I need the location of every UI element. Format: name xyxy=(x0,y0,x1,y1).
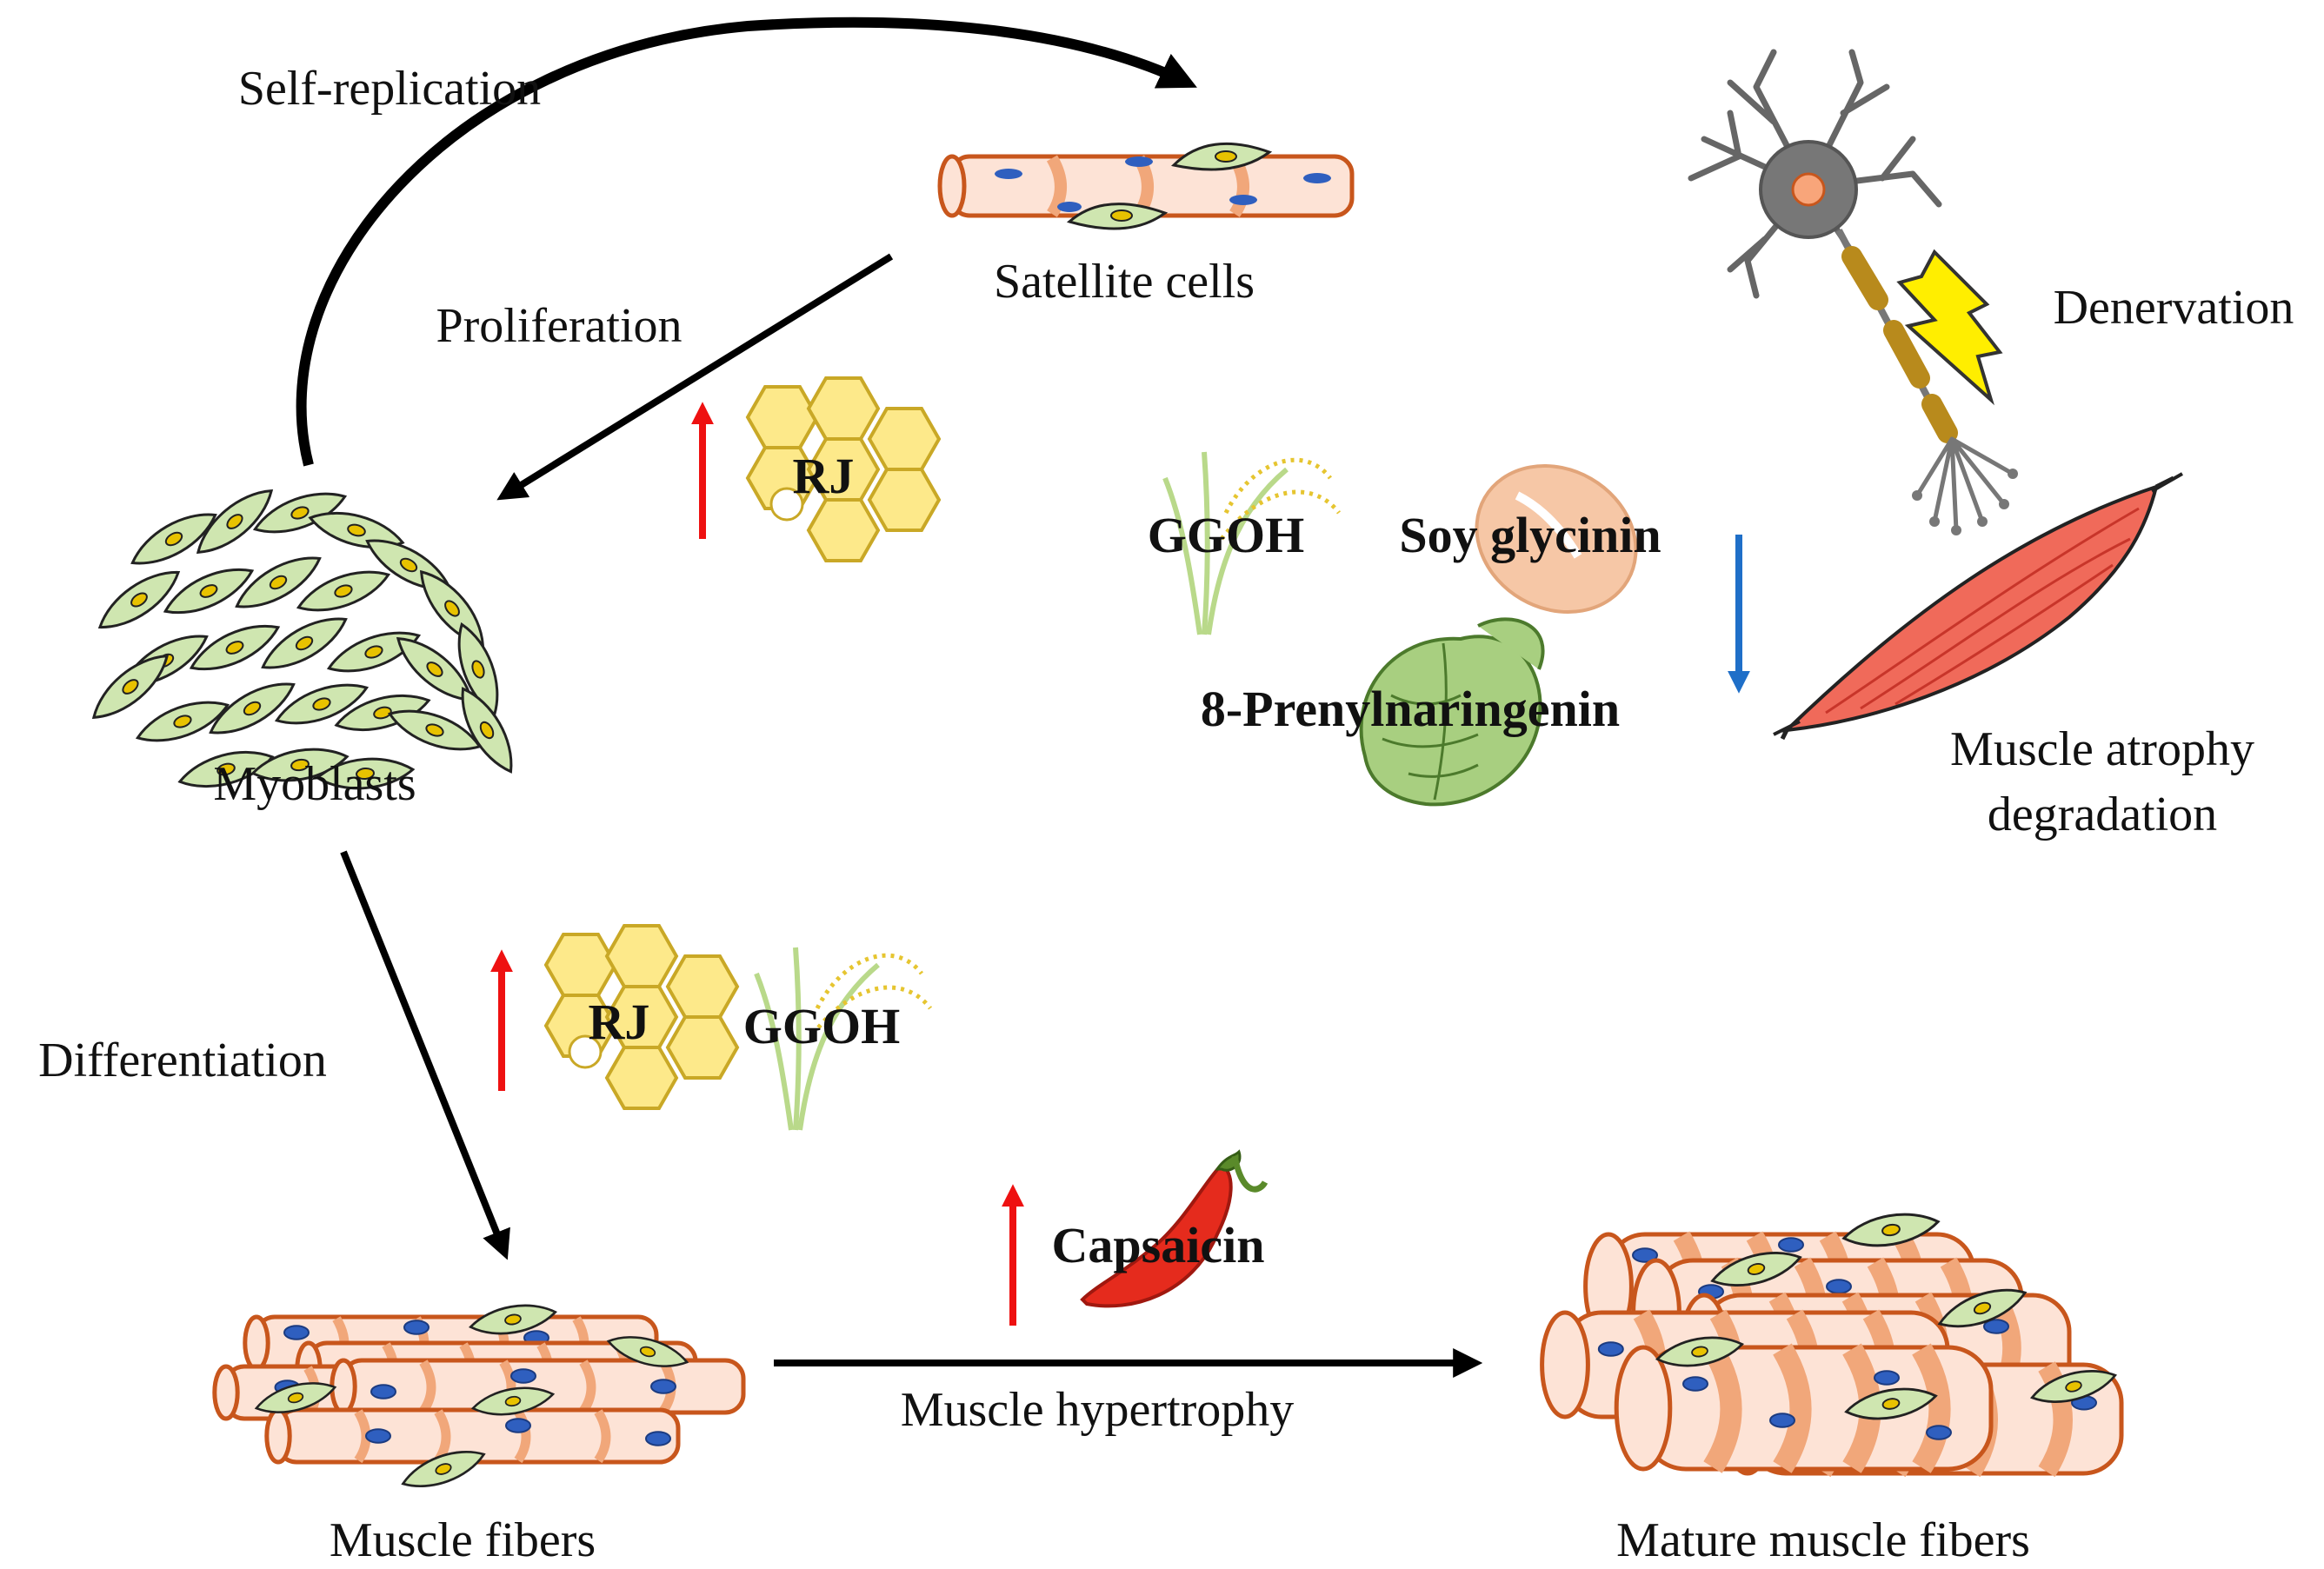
rj-mid-label: RJ xyxy=(589,994,650,1050)
myoblast-cell xyxy=(334,694,431,732)
rj-top-label: RJ xyxy=(793,448,855,504)
muscle-fiber xyxy=(1614,1343,1994,1473)
muscle-atrophy-label-line2: degradation xyxy=(1988,788,2217,841)
rice-plant-icon-mid xyxy=(754,947,932,1131)
capsaicin-label: Capsaicin xyxy=(1052,1217,1265,1273)
lightning-bolt-icon xyxy=(1896,249,2003,406)
myoblast-cell xyxy=(296,570,391,612)
satellite-cell xyxy=(254,1382,337,1413)
myoblast-cell xyxy=(130,513,217,565)
myoblast-cell xyxy=(189,624,281,671)
mature-muscle-fibers-label: Mature muscle fibers xyxy=(1616,1513,2030,1565)
ggoh-mid-label: GGOH xyxy=(743,998,900,1054)
myoblast-cell xyxy=(163,568,255,615)
myoblast-cell xyxy=(252,492,348,534)
satellite-cell xyxy=(470,1386,556,1416)
chili-pepper-icon xyxy=(1080,1149,1269,1308)
hop-cone-icon xyxy=(1359,617,1545,807)
soybean-icon xyxy=(1475,463,1638,615)
rice-plant-icon-right xyxy=(1162,451,1341,635)
muscle-fibers-illustration xyxy=(212,1304,746,1488)
satellite-cell xyxy=(1937,1288,2028,1328)
myoblast-cell xyxy=(177,750,275,788)
myoblast-cell xyxy=(315,757,416,790)
self-replication-arrow xyxy=(296,17,1197,467)
denervation-label: Denervation xyxy=(2054,281,2294,335)
satellite-cell xyxy=(1710,1251,1802,1287)
honeycomb-rj-mid-icon xyxy=(543,924,740,1110)
myoblast-cell xyxy=(91,655,170,719)
myoblast-cell xyxy=(209,682,296,735)
atrophic-muscle-icon xyxy=(1773,472,2183,741)
muscle-atrophy-label-line1: Muscle atrophy xyxy=(1950,722,2254,776)
myoblast-cell xyxy=(235,556,322,608)
mature-muscle-fibers-illustration xyxy=(1540,1213,2124,1478)
myoblast-cell xyxy=(461,687,513,774)
myoblast-cell xyxy=(135,701,230,742)
myoblast-cell xyxy=(196,489,274,554)
myoblast-cell xyxy=(308,511,405,549)
satellite-cell xyxy=(401,1450,486,1488)
myoblast-cell xyxy=(274,683,370,725)
satellite-cells-illustration xyxy=(937,142,1355,230)
soy-glycinin-label: Soy glycinin xyxy=(1399,507,1661,563)
proliferation-arrow xyxy=(496,253,894,501)
myoblast-cell xyxy=(326,631,422,673)
satellite-cells-label: Satellite cells xyxy=(994,255,1255,309)
muscle-fibers-label: Muscle fibers xyxy=(330,1513,596,1565)
differentiation-label: Differentiation xyxy=(38,1034,327,1087)
neuron-icon xyxy=(1688,49,2018,535)
myoblast-cell xyxy=(97,570,181,629)
differentiation-arrow xyxy=(340,850,510,1260)
satellite-cell xyxy=(1841,1213,1941,1247)
satellite-cell xyxy=(2029,1370,2118,1403)
satellite-cell xyxy=(1844,1387,1938,1420)
self-replication-label: Self-replication xyxy=(238,62,541,116)
prenylnaringenin-label: 8-Prenylnaringenin xyxy=(1201,681,1620,737)
myoblast-cell xyxy=(420,569,484,648)
ggoh-right-label: GGOH xyxy=(1148,507,1304,563)
satellite-cell xyxy=(469,1304,557,1335)
satellite-cell xyxy=(606,1336,689,1367)
myoblast-cell xyxy=(261,617,348,669)
honeycomb-rj-top-icon xyxy=(745,376,942,562)
muscle-hypertrophy-label: Muscle hypertrophy xyxy=(901,1383,1295,1437)
myoblasts-illustration xyxy=(91,489,513,790)
myoblasts-label: Myoblasts xyxy=(213,757,416,811)
proliferation-label: Proliferation xyxy=(436,299,682,353)
satellite-cell xyxy=(1655,1336,1744,1367)
